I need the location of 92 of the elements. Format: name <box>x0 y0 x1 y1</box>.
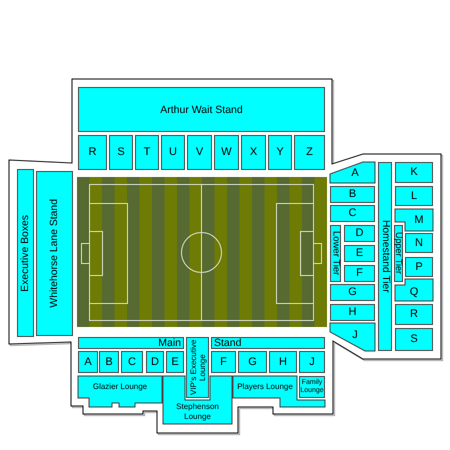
seating-section <box>135 135 159 170</box>
seating-section <box>330 323 375 351</box>
lounge-block <box>233 376 325 407</box>
stand-name: Homestand Tier <box>379 220 391 293</box>
stand-name: Whitehorse Lane Stand <box>48 199 60 308</box>
section-letter: N <box>415 236 423 250</box>
seating-section <box>405 257 433 277</box>
section-letter: E <box>356 247 364 260</box>
seating-section <box>330 205 375 222</box>
section-letter: R <box>88 146 96 159</box>
stand-name: Executive Boxes <box>20 214 32 292</box>
section-letter: J <box>352 328 358 342</box>
lounge-block <box>78 376 162 407</box>
section-letter: S <box>117 146 125 159</box>
seating-section <box>109 135 133 170</box>
seating-section <box>211 351 236 373</box>
section-letter: D <box>151 356 159 368</box>
section-letter: M <box>414 214 424 226</box>
stand-block <box>211 337 325 349</box>
section-letter: D <box>356 227 364 240</box>
seating-section <box>330 304 375 321</box>
seating-section <box>241 135 266 170</box>
seating-section <box>405 233 433 253</box>
seating-section <box>146 351 164 373</box>
stand-name: Lower Tier <box>330 231 340 276</box>
stand-name: Main <box>158 338 181 348</box>
seating-section <box>294 135 325 170</box>
lounge-name: Stephenson Lounge <box>175 402 220 422</box>
lounge-name: Players Lounge <box>237 382 293 392</box>
seating-section <box>344 265 375 282</box>
section-letter: Z <box>306 146 313 159</box>
section-letter: W <box>221 146 232 159</box>
stand-block <box>17 169 34 337</box>
section-letter: F <box>356 267 363 280</box>
section-letter: F <box>220 356 227 368</box>
seating-section <box>395 279 433 301</box>
stand-block <box>78 337 184 349</box>
section-letter: Y <box>276 146 284 159</box>
seating-section <box>395 162 433 183</box>
lounge-name: VIP's Executive Lounge <box>188 338 206 397</box>
section-letter: T <box>144 146 150 159</box>
seating-section <box>395 304 433 325</box>
stand-name: Upper Tier <box>394 232 403 275</box>
seating-section <box>330 284 375 301</box>
seating-section <box>166 351 184 373</box>
stand-block <box>78 87 325 132</box>
seating-section <box>269 351 297 373</box>
section-letter: K <box>410 166 418 179</box>
section-letter: V <box>196 146 204 159</box>
seating-section <box>121 351 143 373</box>
section-letter: E <box>171 356 179 368</box>
section-letter: C <box>128 356 136 368</box>
section-letter: L <box>410 190 418 202</box>
seating-section <box>78 135 107 170</box>
section-letter: H <box>279 356 287 368</box>
stand-block <box>330 225 341 282</box>
section-letter: S <box>410 333 418 346</box>
section-letter: H <box>348 306 356 319</box>
seating-section <box>299 351 325 373</box>
seating-section <box>99 351 119 373</box>
section-letter: Q <box>410 286 418 298</box>
section-letter: U <box>169 146 177 159</box>
lounge-name: Glazier Lounge <box>92 382 148 392</box>
seating-section <box>268 135 292 170</box>
stand-name: Arthur Wait Stand <box>160 104 243 116</box>
stand-block <box>378 162 392 351</box>
seating-section <box>161 135 185 170</box>
seating-section <box>78 351 98 373</box>
section-letter: P <box>415 260 423 274</box>
section-letter: B <box>105 356 113 368</box>
section-letter: A <box>351 167 359 180</box>
seating-section <box>395 328 433 351</box>
section-letter: J <box>309 356 315 368</box>
seating-section <box>187 135 212 170</box>
seating-section <box>344 245 375 262</box>
stand-block <box>394 225 403 282</box>
section-letter: G <box>348 286 357 299</box>
seating-section <box>330 186 375 203</box>
section-letter: A <box>84 356 92 368</box>
stand-block <box>36 171 73 336</box>
stand-name: Stand <box>214 338 242 348</box>
seating-section <box>214 135 239 170</box>
seating-section <box>344 225 375 242</box>
seating-section <box>395 186 433 206</box>
seating-section <box>330 162 375 183</box>
section-letter: X <box>250 146 258 159</box>
seating-section <box>395 209 433 231</box>
seating-section <box>238 351 267 373</box>
section-letter: C <box>348 207 356 220</box>
section-letter: B <box>348 188 356 201</box>
section-letter: G <box>248 356 257 368</box>
section-letter: R <box>410 308 418 321</box>
